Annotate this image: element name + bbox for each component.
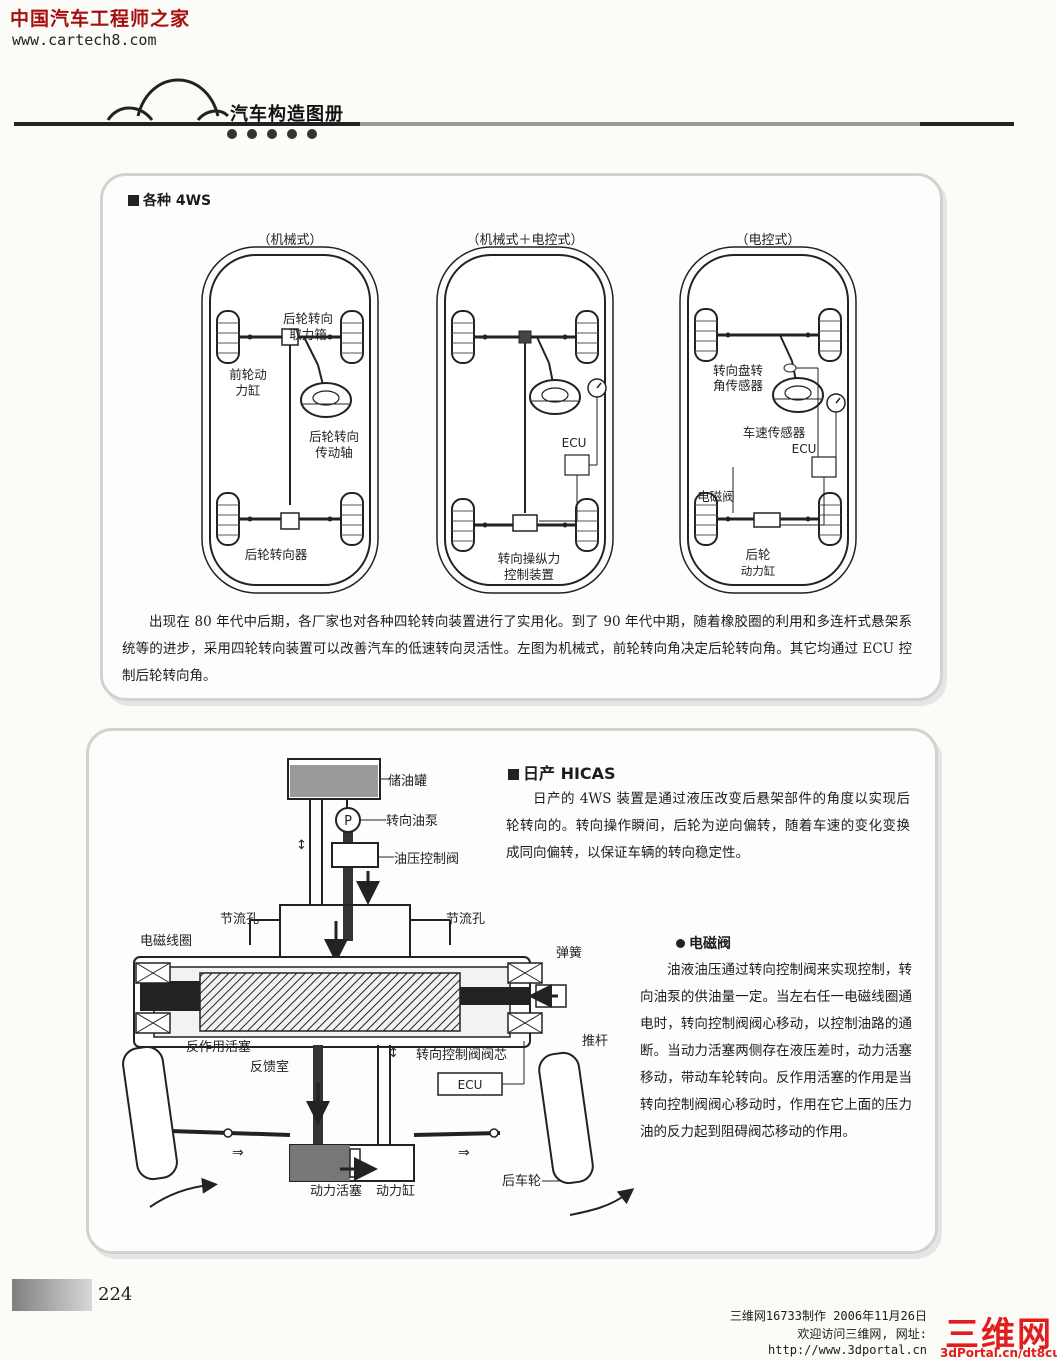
label-rear-shaft-2: 传动轴 bbox=[315, 445, 353, 460]
page-number-bar bbox=[12, 1279, 92, 1311]
site-url: www.cartech8.com bbox=[12, 31, 157, 49]
4ws-types-diagram: （机械式） （机械式＋电控式） （电控式） 后轮转向 取力箱 前轮动 力缸 后轮… bbox=[201, 233, 857, 594]
square-bullet-icon bbox=[508, 769, 519, 780]
label-power-piston: 动力活塞 bbox=[310, 1183, 362, 1199]
label-solenoid-valve: 电磁阀 bbox=[697, 489, 735, 504]
label-push-rod: 推杆 bbox=[582, 1034, 608, 1049]
page-number: 224 bbox=[98, 1284, 133, 1305]
label-hicas-ecu: ECU bbox=[458, 1078, 483, 1092]
diagram1-caption: （机械式） bbox=[257, 233, 322, 248]
car-electronic: 转向盘转 角传感器 车速传感器 ECU 电磁阀 后轮 动力缸 bbox=[679, 246, 857, 594]
label-power-cylinder: 动力缸 bbox=[376, 1183, 415, 1199]
flow-arrow-updown-icon: ↕ bbox=[388, 1046, 399, 1061]
label-rear-wheel-hicas: 后车轮 bbox=[502, 1173, 541, 1189]
label-orifice-left: 节流孔 bbox=[220, 912, 259, 927]
label-spring: 弹簧 bbox=[556, 945, 582, 961]
label-valve-spool: 转向控制阀阀芯 bbox=[416, 1047, 507, 1063]
label-rear-cylinder: 动力缸 bbox=[741, 564, 776, 578]
label-steer-angle-sensor: 转向盘转 bbox=[713, 363, 763, 378]
diagram2-caption: （机械式＋电控式） bbox=[466, 233, 583, 248]
section-title-4ws: 各种 4WS bbox=[128, 190, 211, 210]
label-reaction-piston: 反作用活塞 bbox=[186, 1039, 251, 1055]
dot-bullet-icon bbox=[676, 939, 685, 948]
label-steer-angle-sensor-2: 角传感器 bbox=[713, 378, 764, 393]
credit-line-3: http://www.3dportal.cn bbox=[768, 1343, 927, 1357]
label-rear-wheel: 后轮 bbox=[745, 547, 770, 562]
site-logo-sub: 3dPortal.cn/dt8cuz bbox=[940, 1346, 1057, 1360]
label-control-unit: 转向操纵力 bbox=[498, 551, 561, 566]
site-logo: 三维网 bbox=[945, 1315, 1053, 1355]
label-speed-sensor: 车速传感器 bbox=[743, 425, 806, 440]
label-orifice-right: 节流孔 bbox=[446, 912, 485, 927]
subsection-title-text: 电磁阀 bbox=[689, 936, 731, 952]
flow-arrow-up-icon: ↕ bbox=[296, 838, 307, 853]
section-title-hicas: 日产 HICAS bbox=[508, 760, 616, 784]
credit-line-1: 三维网16733制作 2006年11月26日 bbox=[729, 1309, 927, 1323]
subsection-text: 油液油压通过转向控制阀来实现控制，转向油泵的供油量一定。当左右任一电磁线圈通电时… bbox=[640, 962, 912, 1140]
label-ecu-2: ECU bbox=[562, 436, 587, 450]
diagram3-caption: （电控式） bbox=[735, 233, 800, 248]
label-reaction-chamber: 反馈室 bbox=[250, 1059, 289, 1075]
label-coil: 电磁线圈 bbox=[140, 934, 192, 949]
subsection-title-solenoid: 电磁阀 bbox=[676, 933, 731, 953]
hicas-hydraulic-diagram: P 储油罐 转向油泵 油压控制阀 ↕ 节流孔 节流孔 电磁线圈 弹簧 推杆 ↕ … bbox=[122, 758, 635, 1216]
pump-symbol: P bbox=[344, 814, 352, 829]
section-title-text: 各种 4WS bbox=[143, 193, 212, 209]
section1-description: 出现在 80 年代中后期，各厂家也对各种四轮转向装置进行了实用化。到了 90 年… bbox=[122, 614, 912, 684]
car-mech-electronic: ECU 转向操纵力 控制装置 bbox=[436, 246, 614, 594]
label-reservoir: 储油罐 bbox=[388, 774, 427, 789]
label-rear-steer: 后轮转向 bbox=[283, 311, 333, 326]
label-control-valve: 油压控制阀 bbox=[394, 852, 459, 867]
label-pto-box: 取力箱 bbox=[289, 327, 327, 342]
direction-arrow-icon: ⇒ bbox=[458, 1145, 470, 1161]
label-control-unit-2: 控制装置 bbox=[504, 567, 554, 582]
section-title-text: 日产 HICAS bbox=[523, 764, 616, 783]
square-bullet-icon bbox=[128, 195, 139, 206]
header-banner-decoration bbox=[14, 78, 1014, 139]
label-front-cylinder: 前轮动 bbox=[229, 367, 267, 382]
car-mechanical: 后轮转向 取力箱 前轮动 力缸 后轮转向 传动轴 后轮转向器 bbox=[201, 246, 379, 594]
label-rear-steering-gear: 后轮转向器 bbox=[245, 547, 308, 562]
section2-description: 日产的 4WS 装置是通过液压改变后悬架部件的角度以实现后轮转向的。转向操作瞬间… bbox=[506, 791, 910, 861]
label-rear-shaft: 后轮转向 bbox=[309, 429, 359, 444]
book-title: 汽车构造图册 bbox=[230, 104, 344, 125]
credit-line-2: 欢迎访问三维网, 网址: bbox=[797, 1327, 927, 1341]
direction-arrow-icon: ⇒ bbox=[232, 1145, 244, 1161]
label-ecu-3: ECU bbox=[792, 442, 817, 456]
label-front-cylinder-2: 力缸 bbox=[235, 383, 260, 398]
site-name: 中国汽车工程师之家 bbox=[10, 8, 191, 30]
label-pump: 转向油泵 bbox=[386, 813, 438, 829]
